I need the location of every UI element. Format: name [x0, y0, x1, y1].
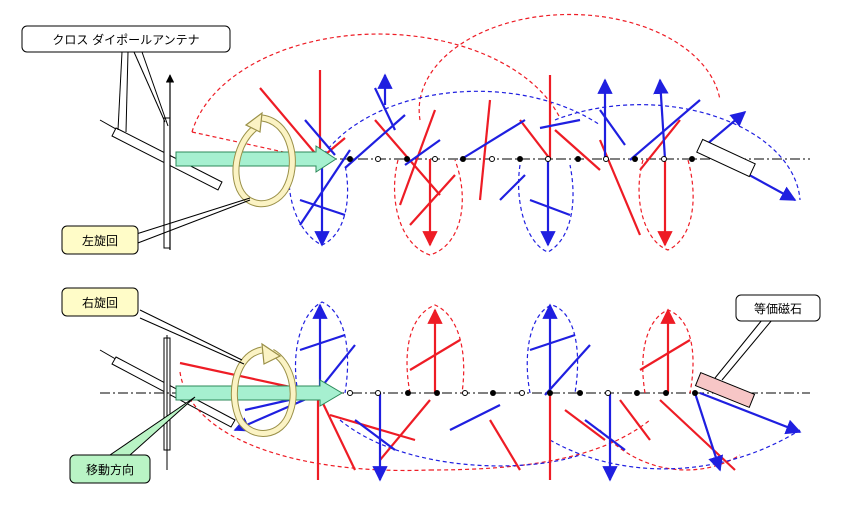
magnet-top [696, 138, 756, 178]
label-right-rotation: 右旋回 [82, 295, 118, 310]
label-moving-direction: 移動方向 [86, 462, 134, 477]
callout-cross-dipole: クロス ダイポールアンテナ [21, 25, 231, 53]
callout-equivalent-magnet: 等価磁石 [714, 294, 821, 381]
callout-moving-direction: 移動方向 [69, 396, 196, 484]
label-cross-dipole-antenna: クロス ダイポールアンテナ [52, 32, 199, 47]
bottom-panel: 右旋回 移動方向 等価磁石 [61, 287, 821, 484]
red-envelope-top [191, 13, 721, 256]
rotation-ring-left [232, 111, 296, 208]
propagation-arrow-top [175, 145, 337, 173]
red-vectors-top [259, 70, 681, 247]
axis-nodes-top [265, 156, 695, 162]
blue-envelope-top [288, 90, 801, 253]
callout-right-rotation: 右旋回 [61, 287, 245, 365]
rotation-ring-right [230, 342, 297, 437]
top-panel: 左旋回 [61, 13, 810, 256]
magnet-bottom [694, 371, 756, 409]
blue-vectors-bottom [233, 303, 802, 482]
callout-left-rotation: 左旋回 [61, 197, 251, 255]
antenna-callout-lines [117, 51, 169, 133]
label-equivalent-magnet: 等価磁石 [754, 301, 802, 316]
label-left-rotation: 左旋回 [82, 233, 118, 248]
propagation-arrow-bottom [175, 379, 343, 407]
